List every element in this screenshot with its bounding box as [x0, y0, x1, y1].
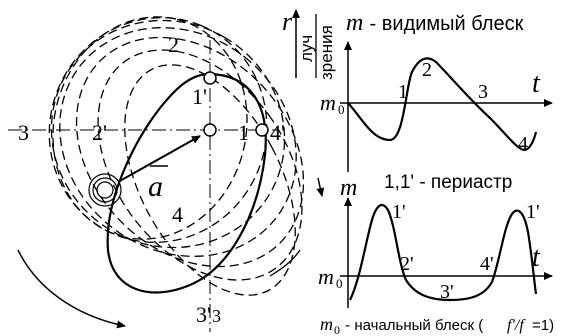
line-of-sight-text-1: луч	[297, 35, 316, 62]
center-circle	[203, 123, 217, 137]
bottom-graph-point-3-prime: 3'	[440, 281, 454, 303]
bottom-graph-point-2-prime: 2'	[400, 253, 414, 275]
dashed-orbit-ellipses	[48, 16, 305, 296]
line-of-sight-symbol: r	[282, 7, 293, 36]
caption-ratio: f'/f	[507, 317, 526, 334]
orbit-label-3-prime: 3'	[196, 302, 211, 327]
top-graph-m0-label: m	[320, 90, 336, 115]
bottom-graph-point-1-prime-right: 1'	[526, 201, 540, 223]
top-graph-curve	[347, 57, 538, 152]
solid-orbit	[106, 72, 267, 294]
bottom-graph-m0-label: m	[318, 264, 334, 289]
bottom-graph-y-symbol: m	[340, 175, 357, 201]
top-graph-m0-subscript: 0	[338, 102, 345, 117]
orbit-label-3-small: 3	[212, 306, 221, 326]
top-graph-title-text: - видимый блеск	[364, 13, 524, 35]
caption-m-subscript: 0	[334, 323, 340, 336]
bottom-graph-m0-subscript: 0	[336, 276, 343, 291]
initial-brightness-caption: m 0 - начальный блеск ( f'/f =1)	[320, 314, 554, 336]
rotation-arrow-lower-left	[17, 249, 126, 329]
periastron-caption: 1,1' - периастр	[384, 172, 512, 193]
rotation-arrow-right	[316, 177, 325, 197]
top-graph-point-1: 1	[398, 81, 408, 103]
caption-eq: =1)	[532, 317, 554, 334]
top-graph-x-symbol: t	[532, 68, 541, 99]
orbit-label-1: 1	[238, 120, 249, 145]
bottom-graph-point-1-prime-left: 1'	[392, 201, 406, 223]
companion-star	[88, 173, 122, 207]
orbit-direction-arrow	[269, 249, 301, 277]
point-1-circle	[255, 123, 269, 137]
top-graph-title-symbol: m	[346, 10, 363, 36]
orbit-label-3: 3	[18, 120, 29, 145]
bottom-graph-point-4-prime: 4'	[480, 253, 494, 275]
top-graph-point-3: 3	[478, 81, 488, 103]
orbit-label-2-prime: 2'	[92, 120, 107, 145]
caption-text: - начальный блеск (	[341, 317, 483, 334]
vector-a-arrow	[117, 135, 201, 183]
vector-a-label: a	[148, 170, 163, 203]
orbit-label-4-prime: 4'	[270, 120, 285, 145]
orbit-label-4: 4	[172, 202, 183, 227]
top-graph-point-2: 2	[422, 59, 432, 81]
orbit-label-2: 2	[168, 32, 179, 57]
bottom-graph-x-symbol: t	[532, 242, 541, 273]
orbit-label-1-prime: 1'	[192, 84, 207, 109]
bottom-graph-curve	[349, 203, 538, 302]
top-graph-point-4: 4	[518, 133, 528, 155]
point-1-prime-circle	[203, 71, 217, 85]
caption-m: m	[320, 314, 333, 334]
line-of-sight-text-2: зрения	[317, 25, 336, 80]
